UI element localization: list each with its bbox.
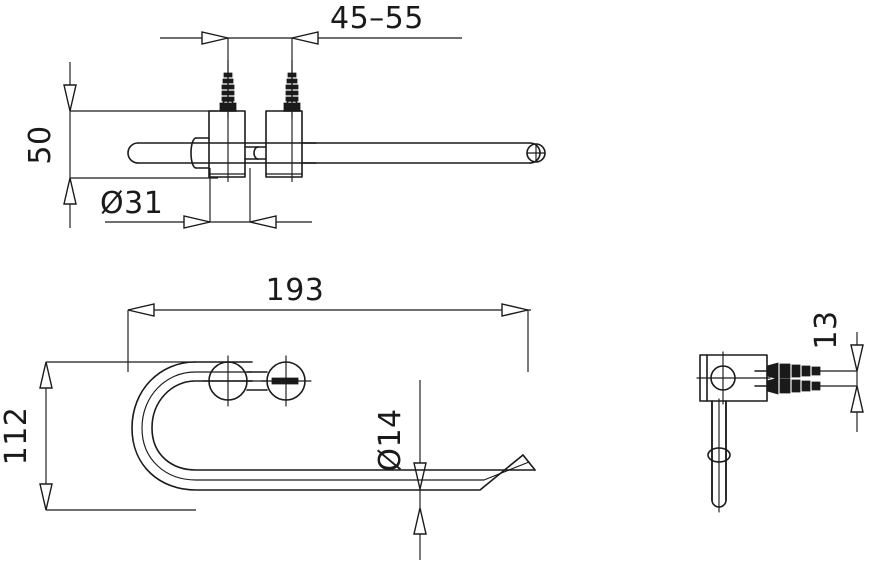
dimension-post-spacing (160, 31, 462, 118)
dimension-label-projection-depth: 50 (23, 125, 58, 164)
front-view-hook-body (131, 361, 536, 491)
dimension-label-overall-height: 112 (0, 407, 34, 466)
wall-anchor-side-lower (766, 377, 858, 395)
top-view: 45–55 50 Ø31 (23, 1, 546, 229)
dimension-anchor-spacing (850, 332, 864, 432)
front-view-mount-left (202, 355, 254, 407)
front-view: 193 112 Ø14 (0, 273, 536, 560)
dimension-overall-height (39, 361, 196, 511)
dimension-label-tube-diameter: Ø14 (373, 408, 408, 471)
wall-anchor-top-right (283, 72, 301, 112)
side-view-bracket (696, 351, 771, 405)
wall-anchor-top-left (219, 72, 237, 112)
front-view-connector-bar (246, 371, 268, 391)
wall-anchor-side-upper (766, 362, 858, 380)
dimension-label-overall-length: 193 (266, 273, 325, 308)
dimension-label-post-spacing: 45–55 (330, 1, 424, 36)
top-view-rod (127, 142, 546, 164)
side-view-post (707, 398, 731, 513)
side-view: 13 (696, 310, 864, 513)
front-view-mount-right (260, 355, 312, 407)
dimension-label-post-diameter: Ø31 (100, 186, 163, 221)
dimension-projection-depth (63, 62, 218, 228)
dimension-label-anchor-spacing: 13 (809, 310, 844, 349)
